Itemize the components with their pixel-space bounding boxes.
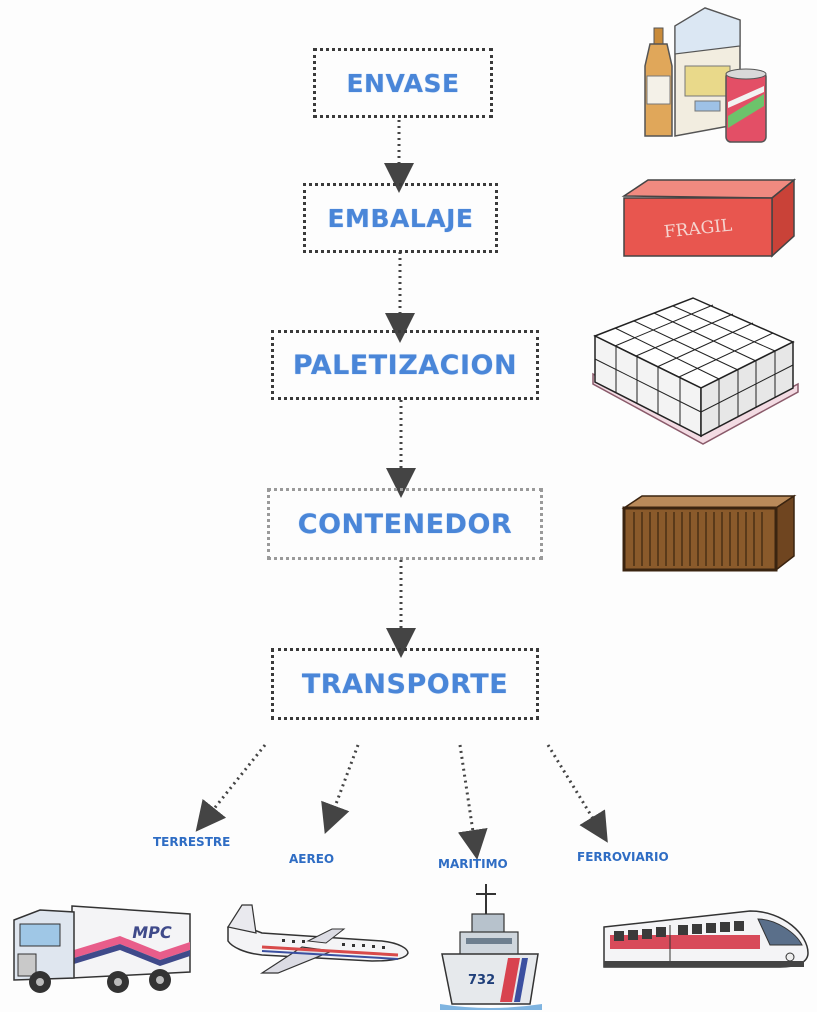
bottles-and-cartons-icon — [644, 7, 767, 143]
step-envase-label: ENVASE — [346, 68, 460, 98]
mode-maritimo-label: MARITIMO — [438, 857, 508, 871]
step-embalaje-label: EMBALAJE — [327, 203, 474, 233]
fragile-box-icon: FRAGIL — [621, 178, 797, 258]
mode-aereo-label: AEREO — [289, 852, 335, 866]
ship-icon: 732 — [440, 884, 542, 1010]
step-envase-box: ENVASE — [313, 48, 493, 118]
arrow-transporte-aereo — [321, 744, 360, 835]
mode-terrestre-label: TERRESTRE — [153, 835, 231, 849]
step-transporte-box: TRANSPORTE — [271, 648, 539, 720]
step-paletizacion-box: PALETIZACION — [271, 330, 539, 400]
wooden-crate-icon — [621, 494, 797, 572]
arrow-transporte-terrestre — [195, 744, 267, 832]
pallet-of-boxes-icon — [592, 297, 799, 445]
truck-icon: MPC — [13, 905, 191, 993]
airplane-icon — [227, 904, 409, 974]
mode-ferroviario-label: FERROVIARIO — [577, 850, 669, 864]
step-contenedor-box: CONTENEDOR — [267, 488, 543, 560]
step-contenedor-label: CONTENEDOR — [297, 508, 513, 540]
train-icon — [603, 910, 809, 968]
arrow-transporte-maritimo — [457, 744, 488, 860]
arrow-transporte-ferroviario — [546, 744, 608, 843]
step-embalaje-box: EMBALAJE — [303, 183, 498, 253]
ship-number: 732 — [468, 973, 495, 988]
step-paletizacion-label: PALETIZACION — [292, 349, 518, 381]
truck-logo: MPC — [131, 923, 174, 942]
step-transporte-label: TRANSPORTE — [301, 668, 509, 700]
